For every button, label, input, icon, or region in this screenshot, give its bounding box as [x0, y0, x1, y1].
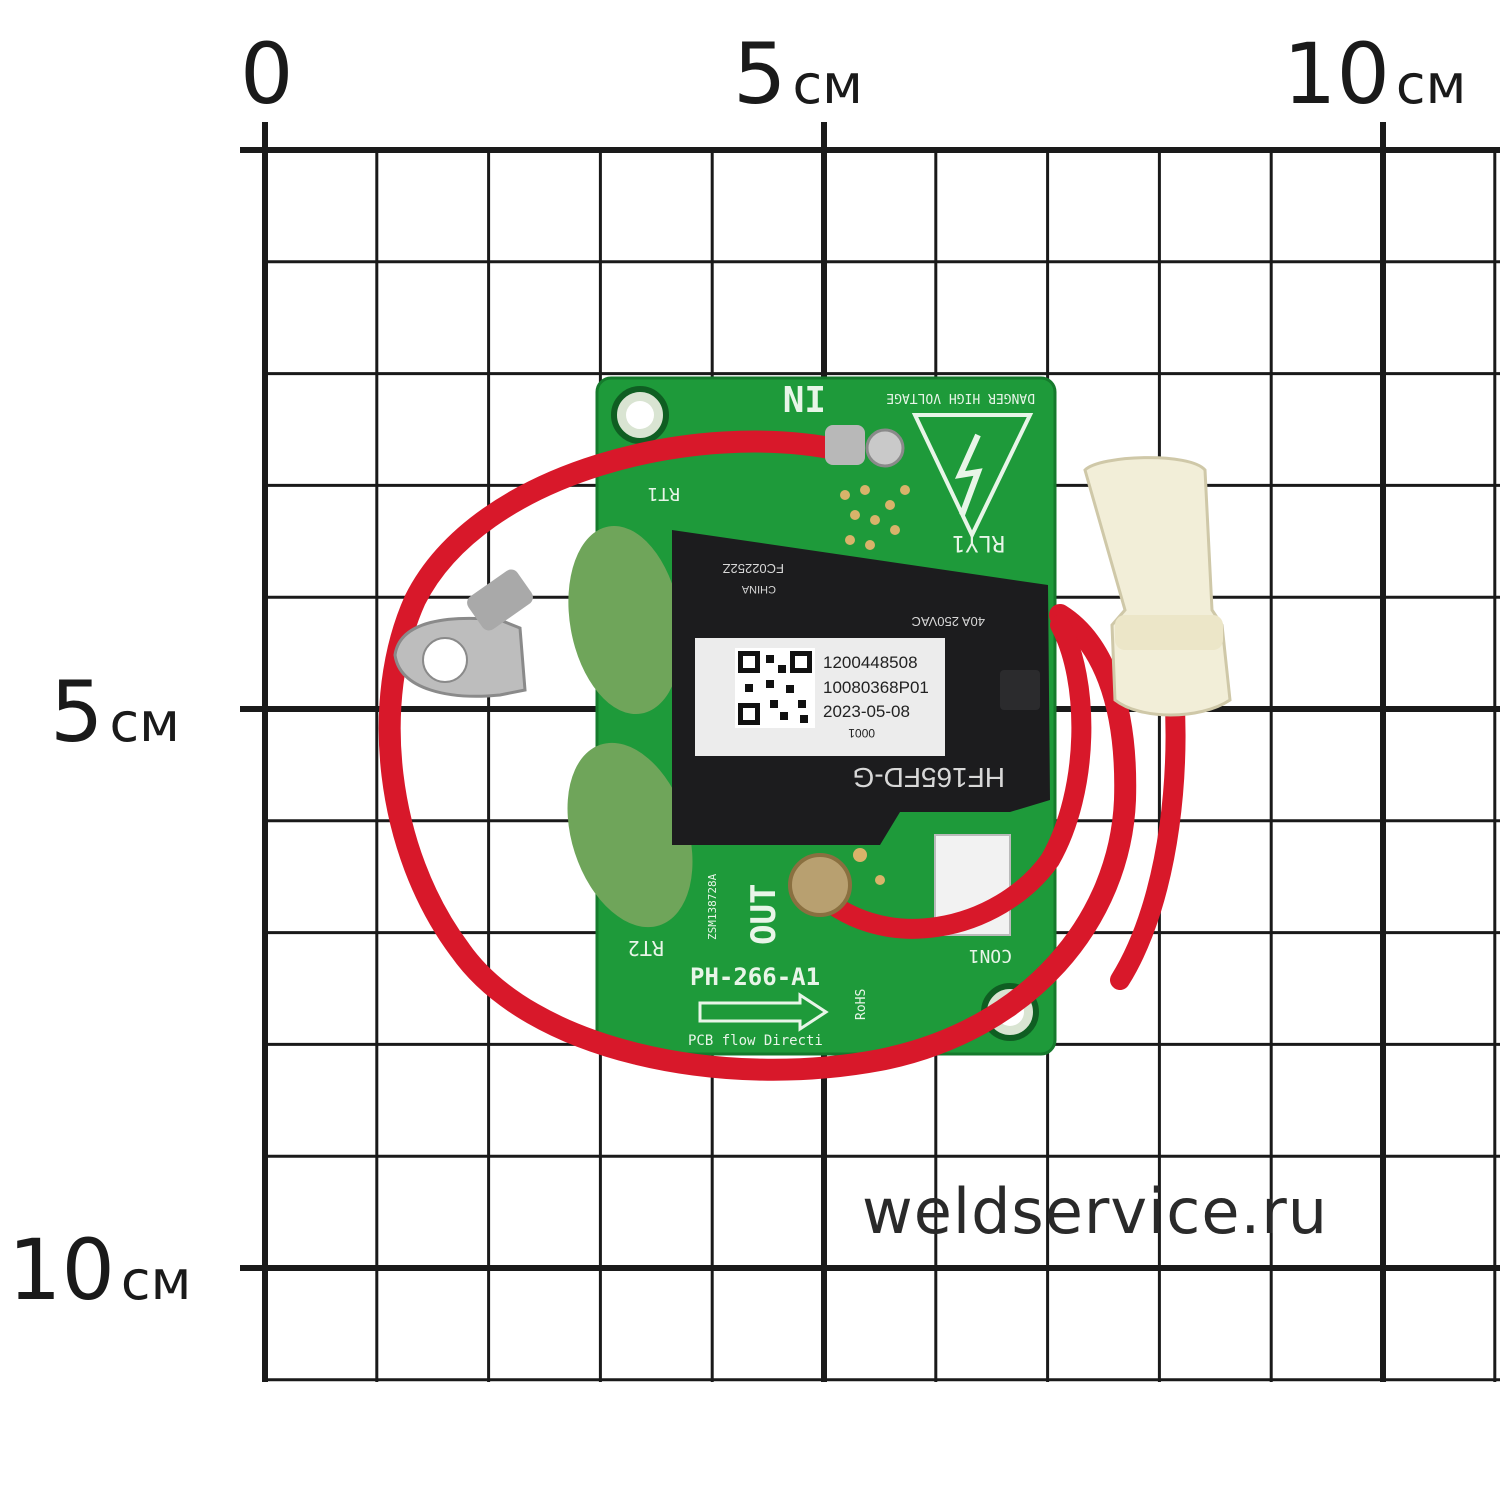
spade-connector: [1083, 456, 1232, 717]
rohs-label: RoHS: [854, 989, 869, 1020]
relay-pin: [1000, 670, 1040, 710]
solder-pads: [840, 485, 910, 885]
thermistor-rt1: [568, 525, 682, 715]
sticker-line-1: 1200448508: [823, 653, 918, 672]
sticker-line-4: 0001: [848, 726, 875, 740]
qr-code: [735, 648, 815, 728]
scale-label-top-0: 0: [240, 25, 294, 123]
ring-terminal: [393, 569, 533, 698]
zsm-label: ZSM138728A: [706, 873, 719, 940]
model-label: PH-266-A1: [690, 963, 820, 991]
relay-model: HF165FD-G: [853, 762, 1005, 793]
out-terminal: [788, 853, 852, 917]
flow-arrow-icon: [698, 992, 829, 1032]
flow-label: PCB flow Directi: [688, 1033, 823, 1049]
rly-label: RLY1: [952, 530, 1005, 555]
sticker-line-3: 2023-05-08: [823, 702, 910, 721]
in-label: IN: [783, 377, 826, 418]
rt2-label: RT2: [628, 936, 664, 960]
rt1-label: RT1: [647, 483, 680, 504]
con-label: CON1: [969, 945, 1012, 966]
watermark: weldservice.ru: [862, 1175, 1329, 1248]
warning-triangle-icon: [911, 413, 1034, 540]
relay-code: FC02252Z: [723, 561, 784, 576]
out-label: OUT: [744, 884, 784, 945]
sticker-line-2: 10080368P01: [823, 678, 929, 697]
relay-rating: 40A 250VAC: [912, 614, 985, 629]
crimp-terminal: [825, 425, 905, 468]
relay-origin: CHINA: [741, 583, 776, 595]
relay: 1200448508 10080368P01 2023-05-08 0001 H…: [672, 530, 1050, 845]
danger-label: DANGER HIGH VOLTAGE: [886, 390, 1035, 405]
thermistor-rt2: [567, 742, 693, 928]
lightning-icon: [954, 433, 983, 517]
